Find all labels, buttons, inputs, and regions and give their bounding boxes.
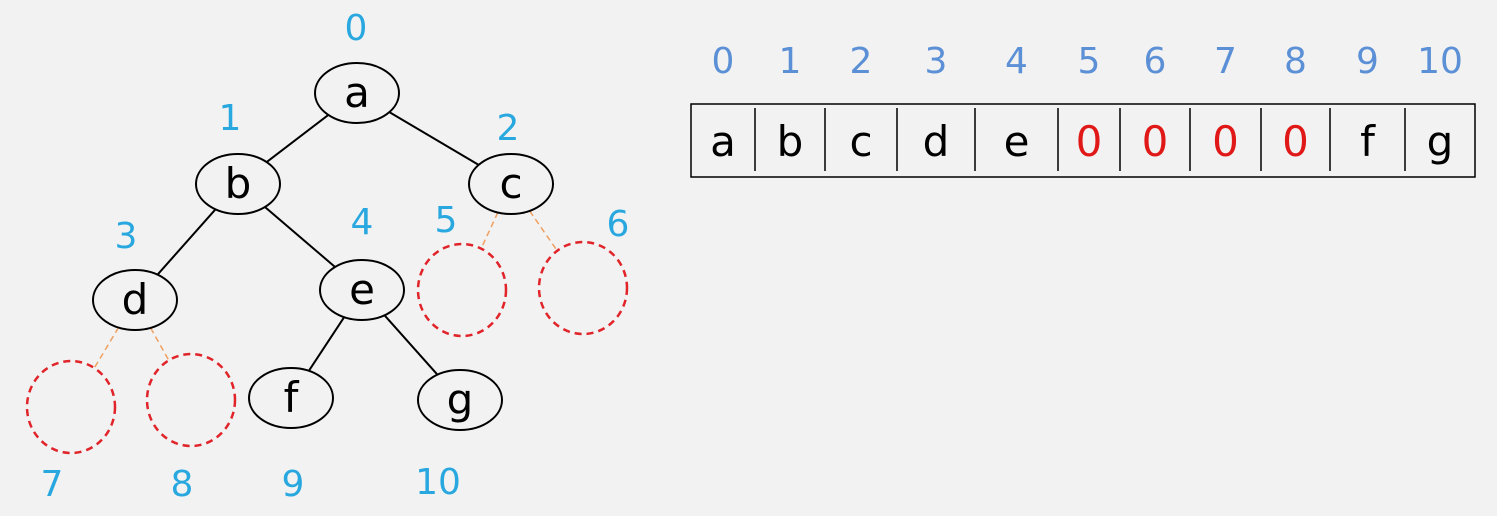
null-node-outline <box>537 240 629 336</box>
node-outline <box>319 259 405 321</box>
tree-index-label: 0 <box>345 8 368 49</box>
node-outline <box>468 153 554 215</box>
array-outline <box>690 103 1476 178</box>
tree-edge <box>156 208 217 276</box>
tree-index-label: 2 <box>497 108 520 149</box>
array-index-label: 5 <box>1078 41 1101 82</box>
tree-node-e: e <box>319 259 405 321</box>
tree-node-f: f <box>248 367 334 429</box>
node-label: e <box>349 265 375 314</box>
array-index-label: 3 <box>925 41 948 82</box>
tree-edges <box>93 111 558 376</box>
array-cell-value: f <box>1360 117 1376 166</box>
node-outline <box>92 269 178 331</box>
tree-index-label: 4 <box>351 202 374 243</box>
tree-index-labels: 0 1 2 3 4 5 6 7 8 9 10 <box>41 8 630 505</box>
null-node <box>25 359 117 455</box>
array-cell-value: c <box>849 117 872 166</box>
tree-edge <box>383 314 439 376</box>
array-index-label: 10 <box>1417 41 1463 82</box>
null-node-outline <box>416 242 508 338</box>
tree-index-label: 5 <box>435 200 458 241</box>
node-label: d <box>122 275 149 324</box>
node-outline <box>248 367 334 429</box>
array-cell-null-value: 0 <box>1282 117 1309 166</box>
node-label: g <box>447 375 474 424</box>
null-node-outline <box>145 352 237 448</box>
tree-node-d: d <box>92 269 178 331</box>
tree-index-label: 6 <box>607 204 630 245</box>
node-label: b <box>225 159 252 208</box>
array-index-label: 4 <box>1005 41 1028 82</box>
null-edge <box>93 327 120 369</box>
array-index-label: 8 <box>1284 41 1307 82</box>
null-node-outline <box>25 359 117 455</box>
tree-index-label: 10 <box>415 462 461 503</box>
tree-edge <box>266 114 329 163</box>
null-node <box>537 240 629 336</box>
null-edge <box>529 210 558 252</box>
array-index-label: 7 <box>1214 41 1237 82</box>
tree-nodes: a b c d e f g <box>25 62 629 455</box>
tree-edge <box>388 111 480 166</box>
array-index-label: 6 <box>1144 41 1167 82</box>
array-cell-null-value: 0 <box>1212 117 1239 166</box>
node-outline <box>314 62 400 124</box>
null-node <box>145 352 237 448</box>
node-label: c <box>499 159 522 208</box>
array-cell-null-value: 0 <box>1142 117 1169 166</box>
null-node <box>416 242 508 338</box>
null-edge <box>149 327 170 361</box>
array-cell-value: d <box>923 117 950 166</box>
array-cell-value: a <box>710 117 736 166</box>
node-outline <box>417 369 503 431</box>
tree-index-label: 1 <box>219 98 242 139</box>
null-edge <box>480 212 499 249</box>
array-cell-null-value: 0 <box>1076 117 1103 166</box>
array-index-label: 0 <box>712 41 735 82</box>
tree-edge <box>308 316 345 372</box>
array-index-label: 1 <box>779 41 802 82</box>
array-cell-value: g <box>1427 117 1454 166</box>
tree-index-label: 7 <box>41 464 64 505</box>
tree-index-label: 3 <box>115 216 138 257</box>
array-cell-value: b <box>777 117 804 166</box>
tree-index-label: 9 <box>282 464 305 505</box>
node-label: a <box>344 68 370 117</box>
tree-index-label: 8 <box>171 464 194 505</box>
tree-node-a: a <box>314 62 400 124</box>
tree-edge <box>264 206 336 268</box>
array-index-label: 9 <box>1356 41 1379 82</box>
node-label: f <box>284 373 300 422</box>
array-cell-value: e <box>1004 117 1030 166</box>
tree-node-b: b <box>195 153 281 215</box>
tree-node-c: c <box>468 153 554 215</box>
tree-node-g: g <box>417 369 503 431</box>
node-outline <box>195 153 281 215</box>
array-index-label: 2 <box>850 41 873 82</box>
